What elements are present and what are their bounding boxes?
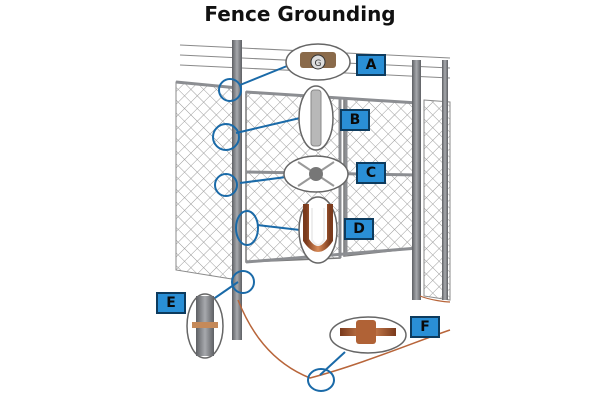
callout-circles	[212, 78, 335, 392]
label-c: C	[356, 162, 386, 184]
label-a: A	[356, 54, 386, 76]
fence-post-far	[442, 60, 448, 300]
fence-post-left	[232, 40, 242, 340]
detail-b-rod	[298, 85, 334, 151]
diagram-title: Fence Grounding	[204, 2, 396, 26]
gate-post-right	[412, 60, 421, 300]
label-f: F	[410, 316, 440, 338]
detail-f-split-bolt	[329, 316, 407, 354]
ground-wire	[237, 299, 451, 379]
fence-mesh-left	[175, 81, 239, 281]
detail-a-clamp: G	[285, 43, 351, 81]
detail-e-post-strap	[186, 293, 224, 359]
detail-c-connector	[283, 155, 349, 193]
svg-text:G: G	[315, 59, 322, 69]
label-e: E	[156, 292, 186, 314]
detail-d-u-clamp	[298, 196, 338, 264]
label-b: B	[340, 109, 370, 131]
label-d: D	[344, 218, 374, 240]
